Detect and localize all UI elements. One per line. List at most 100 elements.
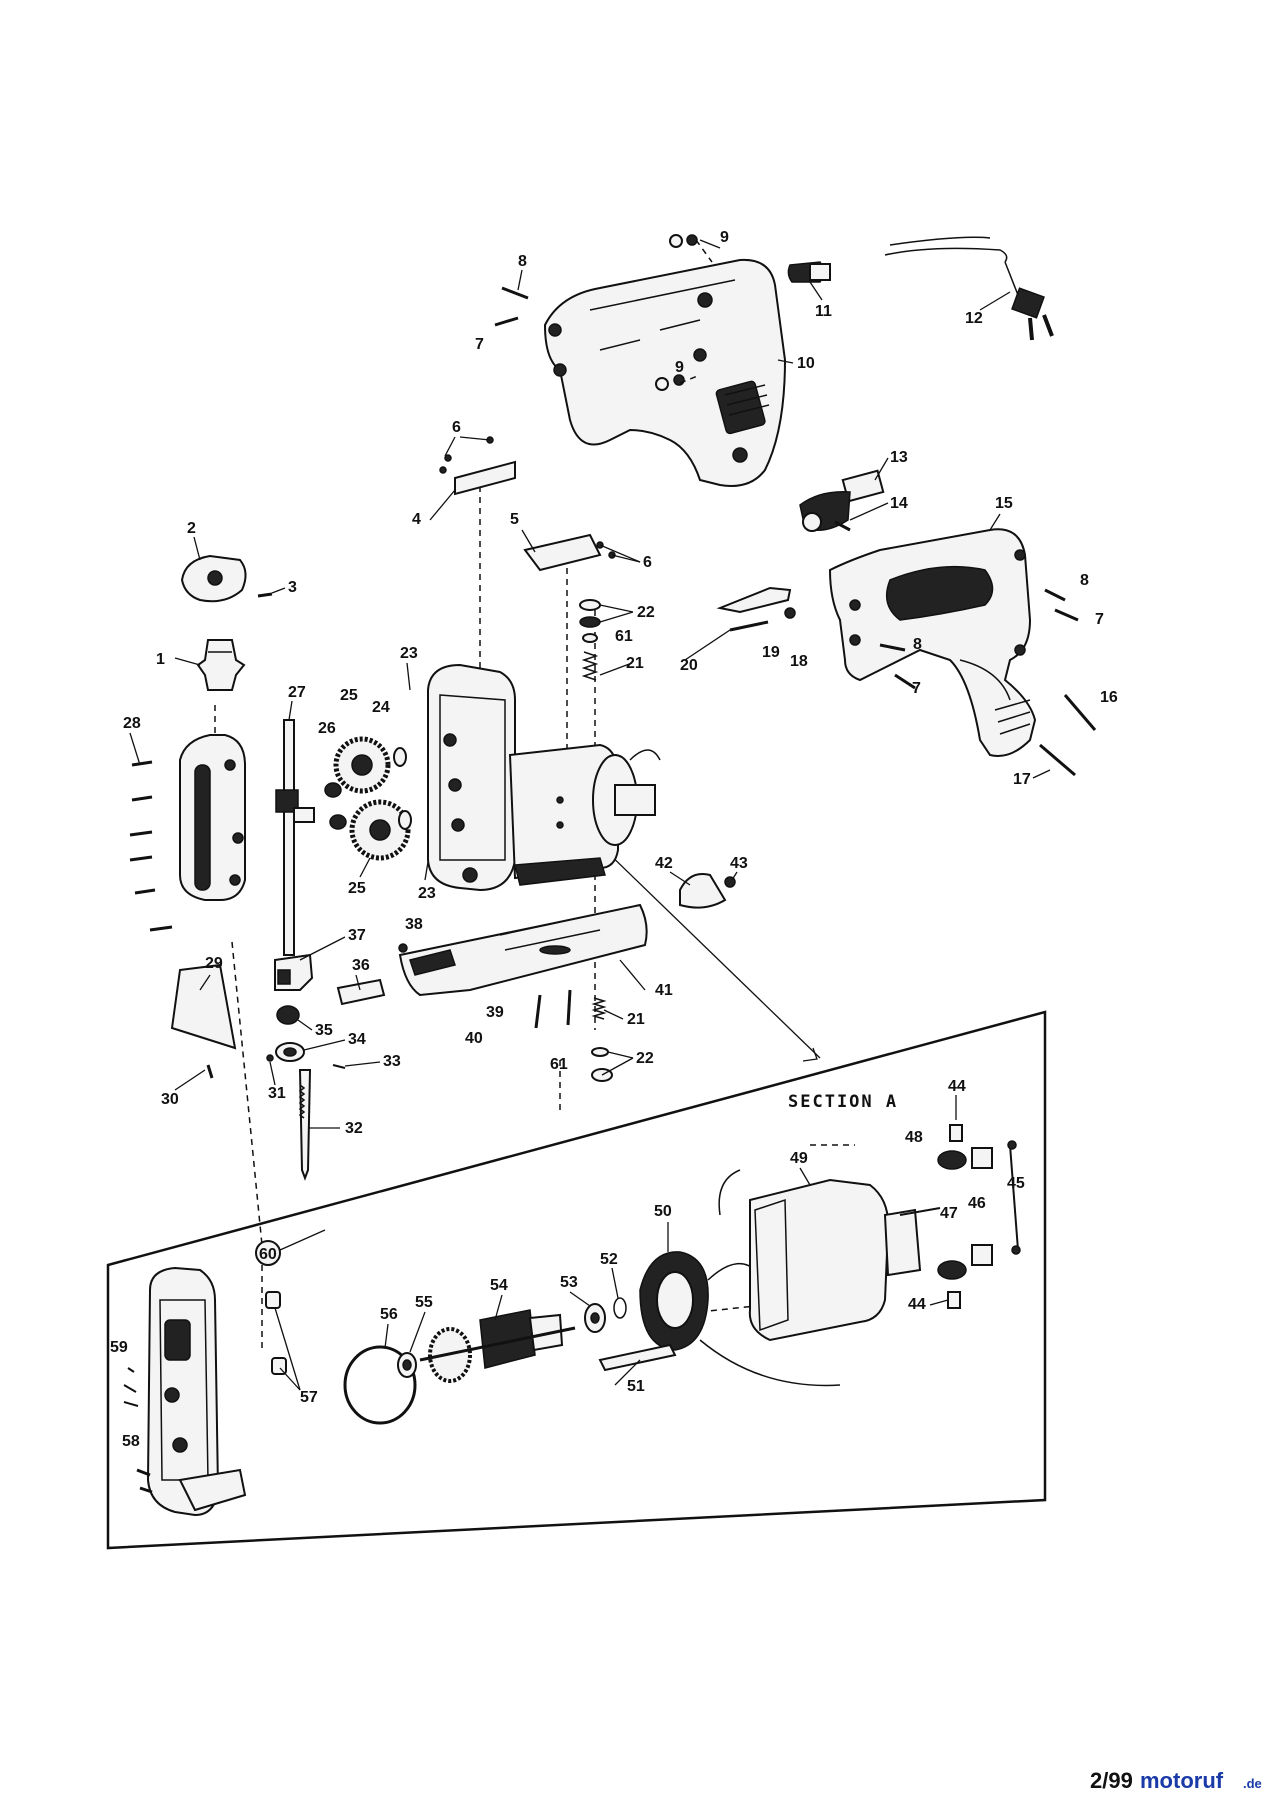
part-37-blade-clamp [274, 953, 314, 991]
callout-51: 51 [627, 1378, 645, 1395]
callout-36: 36 [352, 957, 370, 974]
callout-7: 7 [912, 680, 921, 697]
part-35-nut [276, 1005, 300, 1025]
callout-61: 61 [615, 628, 633, 645]
callout-27: 27 [288, 684, 306, 701]
part-47-48-brush-holders [937, 1150, 967, 1280]
part-4-plate [439, 436, 516, 496]
callout-29: 29 [205, 955, 223, 972]
part-44-brush-caps [947, 1124, 963, 1309]
callout-41: 41 [655, 982, 673, 999]
callout-15: 15 [995, 495, 1013, 512]
part-42-end-cap [679, 873, 727, 909]
callout-4: 4 [412, 511, 421, 528]
callout-50: 50 [654, 1203, 672, 1220]
callout-labels: 1 2 3 4 5 6 6 7 7 7 8 8 8 9 9 10 11 12 1… [110, 229, 1118, 1450]
callout-30: 30 [161, 1091, 179, 1108]
section-a-frame [106, 1010, 1047, 1550]
callout-19: 19 [762, 644, 780, 661]
callout-58: 58 [122, 1433, 140, 1450]
part-54-armature [419, 1309, 576, 1383]
callout-6: 6 [643, 554, 652, 571]
callout-37: 37 [348, 927, 366, 944]
watermark-brand: motoruf [1140, 1768, 1224, 1793]
part-53-bearing [584, 1303, 606, 1333]
callout-22: 22 [637, 604, 655, 621]
callout-46: 46 [968, 1195, 986, 1212]
callout-38: 38 [405, 916, 423, 933]
callout-60: 60 [259, 1246, 277, 1263]
callout-8: 8 [913, 636, 922, 653]
callout-8: 8 [518, 253, 527, 270]
part-36-plate [336, 978, 386, 1006]
callout-21: 21 [627, 1011, 645, 1028]
part-56-snap-ring [343, 1345, 417, 1425]
callout-25: 25 [348, 880, 366, 897]
callout-40: 40 [465, 1030, 483, 1047]
part-41-base-shoe [398, 903, 648, 997]
part-1-collar [196, 639, 246, 691]
callout-35: 35 [315, 1022, 333, 1039]
callout-1: 1 [156, 651, 165, 668]
callout-61: 61 [550, 1056, 568, 1073]
callout-26: 26 [318, 720, 336, 737]
callout-23: 23 [418, 885, 436, 902]
callout-48: 48 [905, 1129, 923, 1146]
callout-14: 14 [890, 495, 908, 512]
callout-17: 17 [1013, 771, 1031, 788]
callout-21: 21 [626, 655, 644, 672]
part-27-plunger-rod [275, 719, 315, 956]
part-45-springs [1007, 1140, 1021, 1255]
callout-31: 31 [268, 1085, 286, 1102]
part-25-gear-lower [349, 799, 411, 861]
part-33-screw [332, 1064, 346, 1069]
part-12-power-cord [884, 236, 1054, 341]
callout-45: 45 [1007, 1175, 1025, 1192]
callout-3: 3 [288, 579, 297, 596]
callout-33: 33 [383, 1053, 401, 1070]
part-13-switch [799, 469, 885, 532]
part-19-20-trigger-parts [716, 586, 796, 632]
callout-32: 32 [345, 1120, 363, 1137]
part-21-22-61-stack-bottom [591, 997, 613, 1082]
callout-leader-lines [129, 239, 1051, 1391]
section-a-title: SECTION A [788, 1092, 898, 1112]
part-25-gear-upper [333, 736, 391, 794]
watermark-prefix: 2/99 [1090, 1768, 1133, 1793]
callout-16: 16 [1100, 689, 1118, 706]
callout-57: 57 [300, 1389, 318, 1406]
part-5-bracket [523, 533, 616, 572]
callout-12: 12 [965, 310, 983, 327]
callout-13: 13 [890, 449, 908, 466]
main-gear-case [427, 663, 516, 892]
callout-10: 10 [797, 355, 815, 372]
part-51-plate [598, 1343, 677, 1372]
part-46-brushes [971, 1147, 993, 1266]
callout-24: 24 [372, 699, 390, 716]
callout-25: 25 [340, 687, 358, 704]
watermark: 2/99 motoruf .de [1090, 1768, 1262, 1793]
callout-9: 9 [720, 229, 729, 246]
callout-8: 8 [1080, 572, 1089, 589]
callout-49: 49 [790, 1150, 808, 1167]
callout-53: 53 [560, 1274, 578, 1291]
callout-42: 42 [655, 855, 673, 872]
section-a-leader-line [599, 844, 821, 1059]
part-15-handle [828, 528, 1097, 777]
part-26-bushings [324, 782, 347, 830]
callout-47: 47 [940, 1205, 958, 1222]
callout-7: 7 [475, 336, 484, 353]
callout-44: 44 [948, 1078, 966, 1095]
part-28-side-cover [179, 734, 246, 901]
part-28-screws [129, 760, 173, 932]
part-49-motor-housing [718, 1169, 941, 1342]
section-a-gear-case [146, 1266, 247, 1517]
part-10-housing-cover [543, 258, 787, 487]
part-30-screw [206, 1064, 214, 1079]
callout-5: 5 [510, 511, 519, 528]
callout-22: 22 [636, 1050, 654, 1067]
part-29-chip-guard [170, 963, 237, 1050]
callout-28: 28 [123, 715, 141, 732]
callout-9: 9 [675, 359, 684, 376]
